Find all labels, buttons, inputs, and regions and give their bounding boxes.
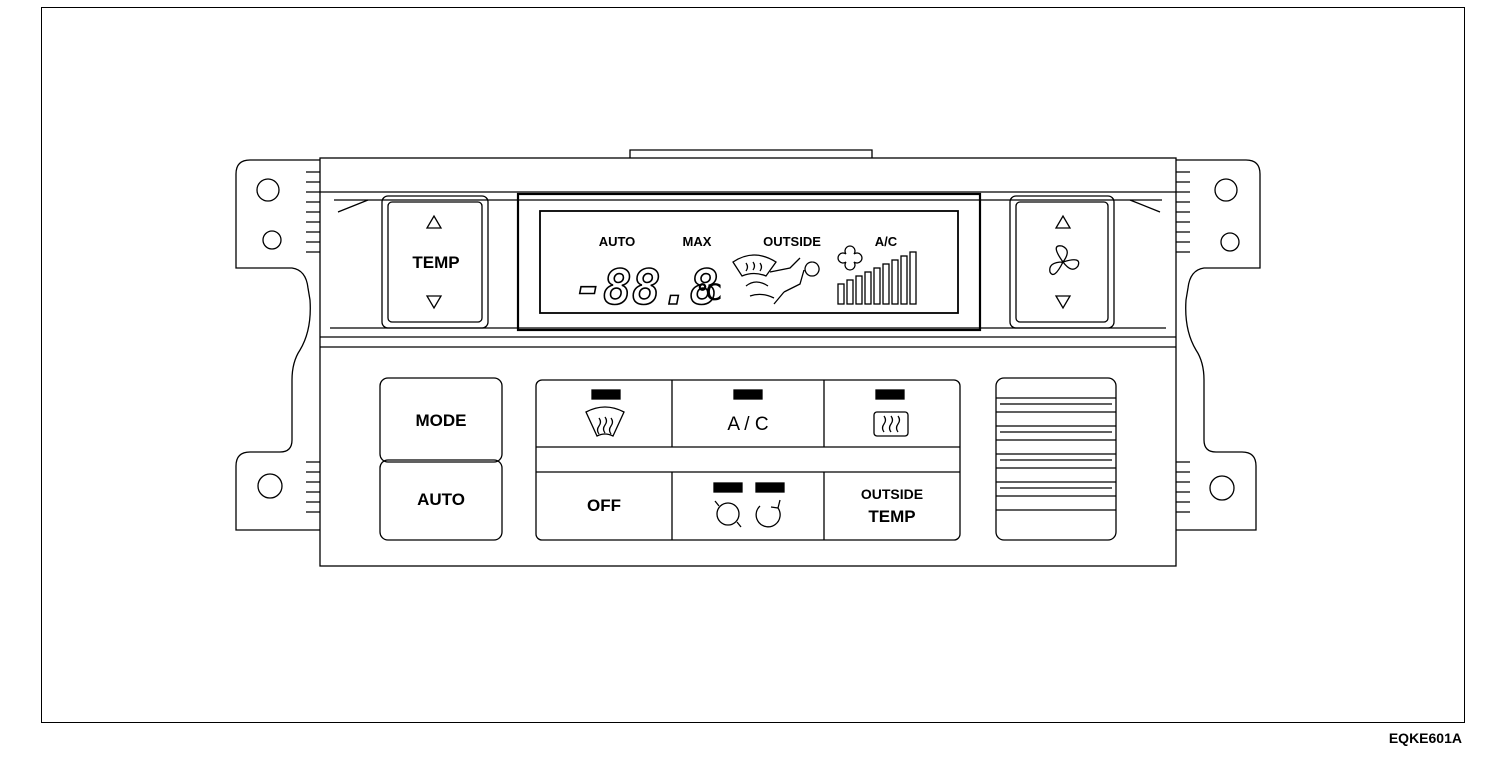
fan-down-icon [1054,295,1072,310]
faceplate-bevel-marks [337,199,1161,213]
vent-grille-frame [995,377,1117,541]
off-button[interactable]: OFF [587,496,621,515]
temp-down-icon [425,295,443,310]
left-bracket-hole-2 [262,230,282,250]
defrost-indicator-lamp [591,389,621,400]
lcd-front-defrost-icon [732,254,777,277]
temp-rocker [381,195,489,329]
auto-recirc-icon [716,502,740,526]
outside-temp-button-line2[interactable]: TEMP [868,507,915,526]
center-button-group [535,379,961,541]
ac-button[interactable]: A / C [727,414,768,435]
lcd-outside-indicator: OUTSIDE [763,234,821,249]
outside-temp-button-line1[interactable]: OUTSIDE [861,486,923,502]
figure-code: EQKE601A [1388,730,1462,746]
recirc-indicator-lamp [755,482,785,493]
mode-button[interactable]: MODE [416,411,467,430]
lcd-max-indicator: MAX [683,234,712,249]
temp-up-icon [425,214,443,229]
faceplate [319,157,1177,567]
lcd-seated-driver-icon [745,257,820,305]
lcd-outer-frame [516,192,982,332]
rear-defrost-icon [873,411,909,437]
fan-rocker [1009,195,1115,329]
right-clip-tabs-lower [1176,461,1190,513]
lcd-fan-speed-icon [837,245,863,271]
vent-grille-slats [996,397,1116,511]
fan-icon [1049,245,1080,276]
lcd-temperature-unit: ℃ [697,280,722,305]
auto-button[interactable]: AUTO [417,490,465,509]
temp-label: TEMP [412,253,459,272]
rear-defrost-waves [881,415,901,433]
ac-indicator-lamp [733,389,763,400]
left-bracket-hole-1 [256,178,280,202]
fan-up-icon [1054,214,1072,229]
recirculation-icon [755,499,781,528]
lcd-temperature-readout: -88.8 [574,260,719,316]
right-bracket-hole-3 [1209,475,1235,501]
diagram-frame [41,7,1465,723]
lcd-ac-indicator: A/C [875,234,898,249]
lcd-fan-speed-bars-icon [837,251,917,305]
right-bracket-hole-2 [1220,232,1240,252]
auto-recirc-arrow [714,500,742,528]
lcd-auto-indicator: AUTO [599,234,636,249]
temp-rocker-inner [387,201,483,323]
center-group-dividers [536,380,960,540]
faceplate-upper-lines [320,191,1176,348]
auto-recirc-indicator-lamp [713,482,743,493]
top-ridge [629,149,873,158]
left-clip-tabs-upper [306,171,320,253]
right-clip-tabs-upper [1176,171,1190,253]
front-defrost-icon [585,406,625,437]
right-mounting-bracket [1176,159,1261,531]
right-bracket-hole-1 [1214,178,1238,202]
fan-rocker-inner [1015,201,1109,323]
auto-button-frame [379,459,503,541]
mode-button-frame [379,377,503,463]
rear-defrost-indicator-lamp [875,389,905,400]
left-clip-tabs-lower [306,461,320,513]
lcd-inner-screen [539,210,959,314]
left-mounting-bracket [235,159,320,531]
left-bracket-hole-3 [257,473,283,499]
